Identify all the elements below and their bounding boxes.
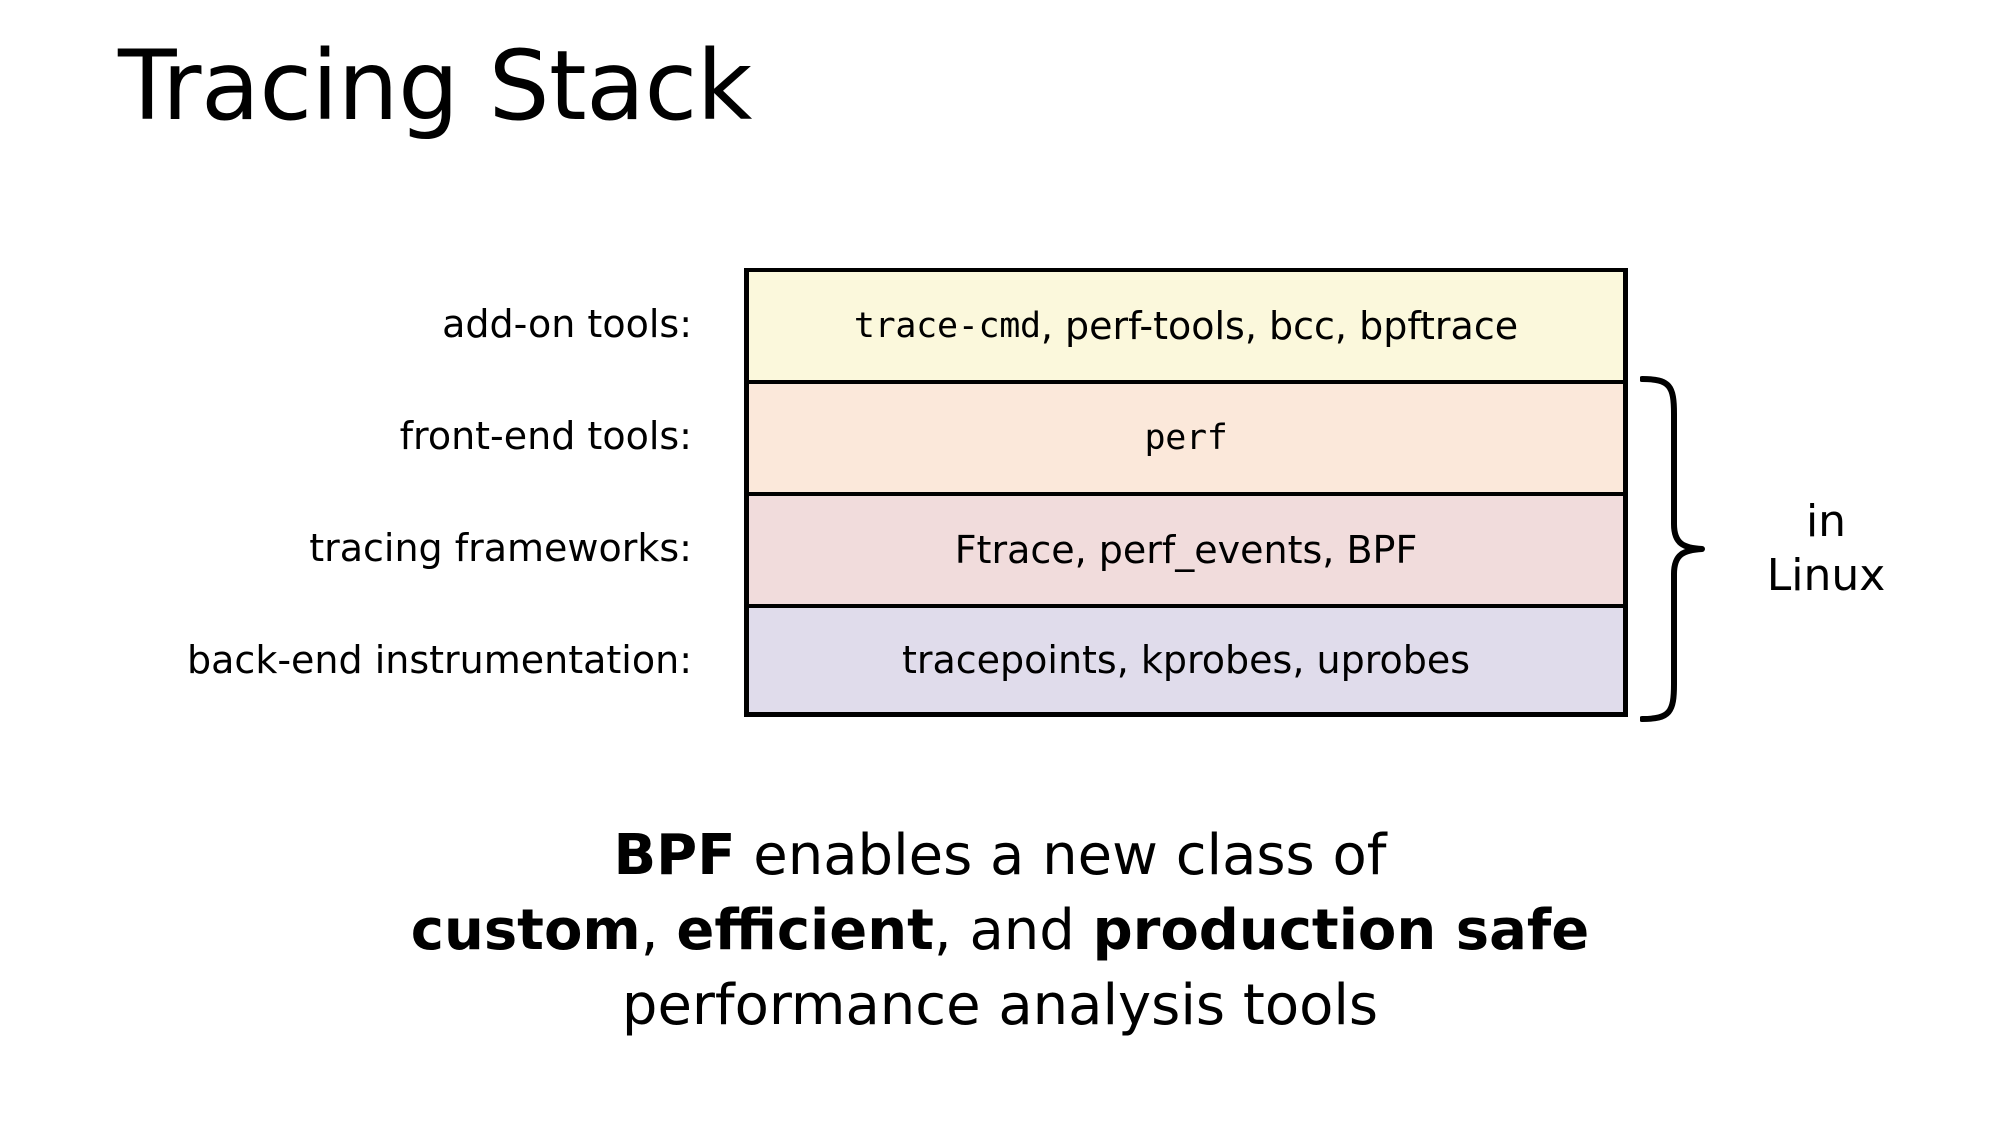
stack-row-label-front-end-tools: front-end tools: [399, 414, 692, 458]
summary-caption: BPF enables a new class of custom, effic… [0, 818, 2000, 1043]
stack-row: tracing frameworks: Ftrace, perf_events,… [0, 492, 2000, 604]
brace-label-line-1: in [1805, 496, 1847, 547]
curly-brace-icon [1640, 376, 1720, 722]
stack-row-content-mono: trace-cmd [853, 306, 1041, 346]
caption-line-2-bold-2: efficient [676, 898, 934, 964]
caption-line-2-bold-1: custom [410, 898, 641, 964]
stack-row-content-rest: tracepoints, kprobes, uprobes [901, 638, 1471, 682]
stack-row: back-end instrumentation: tracepoints, k… [0, 604, 2000, 717]
stack-row-label-back-end-instrumentation: back-end instrumentation: [187, 638, 692, 682]
brace-label-line-2: Linux [1766, 549, 1886, 601]
caption-line-2-bold-3: production safe [1092, 898, 1590, 964]
tracing-stack-diagram: add-on tools: trace-cmd, perf-tools, bcc… [0, 268, 2000, 728]
caption-line-3: performance analysis tools [621, 973, 1379, 1039]
brace-label-in-linux: in Linux [1726, 495, 1926, 602]
stack-row-content-rest: , perf-tools, bcc, bpftrace [1040, 304, 1519, 348]
stack-row-label-add-on-tools: add-on tools: [442, 302, 692, 346]
caption-line-1-bold: BPF [613, 823, 736, 888]
caption-line-2-separator-1: , [640, 898, 677, 964]
caption-line-1-rest: enables a new class of [735, 823, 1387, 888]
stack-row-box-tracing-frameworks: Ftrace, perf_events, BPF [744, 492, 1628, 604]
stack-row: front-end tools: perf [0, 380, 2000, 492]
stack-row-content-mono: perf [1144, 418, 1228, 458]
stack-row-box-back-end-instrumentation: tracepoints, kprobes, uprobes [744, 604, 1628, 717]
caption-line-1: BPF enables a new class of [0, 818, 2000, 893]
stack-row-content-rest: Ftrace, perf_events, BPF [954, 528, 1418, 572]
stack-row-box-add-on-tools: trace-cmd, perf-tools, bcc, bpftrace [744, 268, 1628, 380]
caption-line-2-separator-2: , and [933, 898, 1093, 964]
stack-row-label-tracing-frameworks: tracing frameworks: [309, 526, 692, 570]
curly-brace-svg [1640, 376, 1705, 722]
page-title: Tracing Stack [118, 30, 752, 142]
caption-line-2: custom, efficient, and production safe [0, 893, 2000, 968]
stack-row-box-front-end-tools: perf [744, 380, 1628, 492]
stack-row: add-on tools: trace-cmd, perf-tools, bcc… [0, 268, 2000, 380]
